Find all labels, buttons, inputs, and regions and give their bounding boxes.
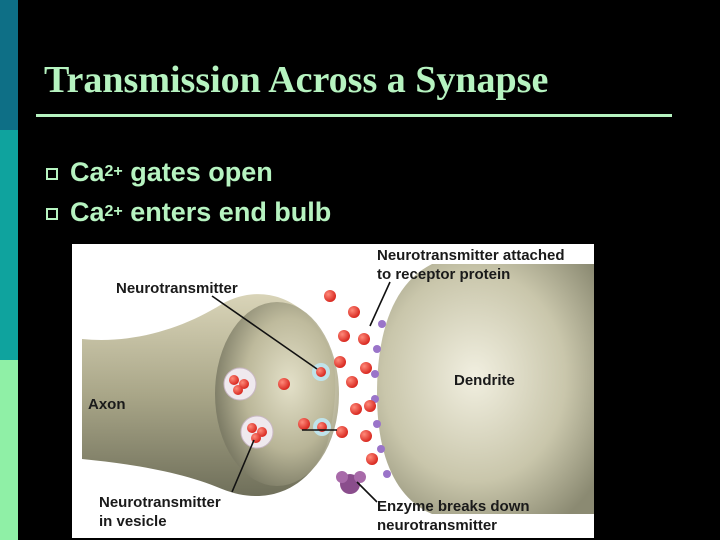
label-pointers (211, 281, 391, 503)
bullet-text-post: gates open (122, 156, 273, 187)
side-bar-middle (0, 130, 18, 360)
slide-title: Transmission Across a Synapse (44, 59, 549, 101)
label-attached-line1: Neurotransmitter attached (377, 247, 565, 264)
square-bullet-icon (46, 208, 58, 220)
label-axon: Axon (88, 396, 126, 413)
label-neurotransmitter: Neurotransmitter (116, 280, 238, 297)
label-vesicle-line2: in vesicle (99, 513, 167, 530)
dendrite-body (377, 264, 594, 514)
square-bullet-icon (46, 168, 58, 180)
neurotransmitter-molecules (278, 290, 378, 465)
label-enzyme-line2: neurotransmitter (377, 517, 498, 534)
label-enzyme-line1: Enzyme breaks down (377, 498, 530, 515)
side-bar-top (0, 0, 18, 130)
title-underline (36, 114, 672, 117)
synapse-diagram: Neurotransmitter Neurotransmitter attach… (72, 244, 594, 538)
bullet-text-post: enters end bulb (122, 196, 332, 227)
label-dendrite: Dendrite (454, 372, 515, 389)
bullet-text-pre: Ca (70, 156, 105, 187)
synapse-illustration (82, 264, 594, 514)
vesicles (223, 363, 331, 449)
enzyme (336, 471, 366, 494)
bullet-text-pre: Ca (70, 196, 105, 227)
side-bar-bottom (0, 360, 18, 540)
receptor-proteins (371, 320, 391, 478)
label-attached-line2: to receptor protein (377, 266, 511, 283)
label-vesicle-line1: Neurotransmitter (99, 494, 221, 511)
